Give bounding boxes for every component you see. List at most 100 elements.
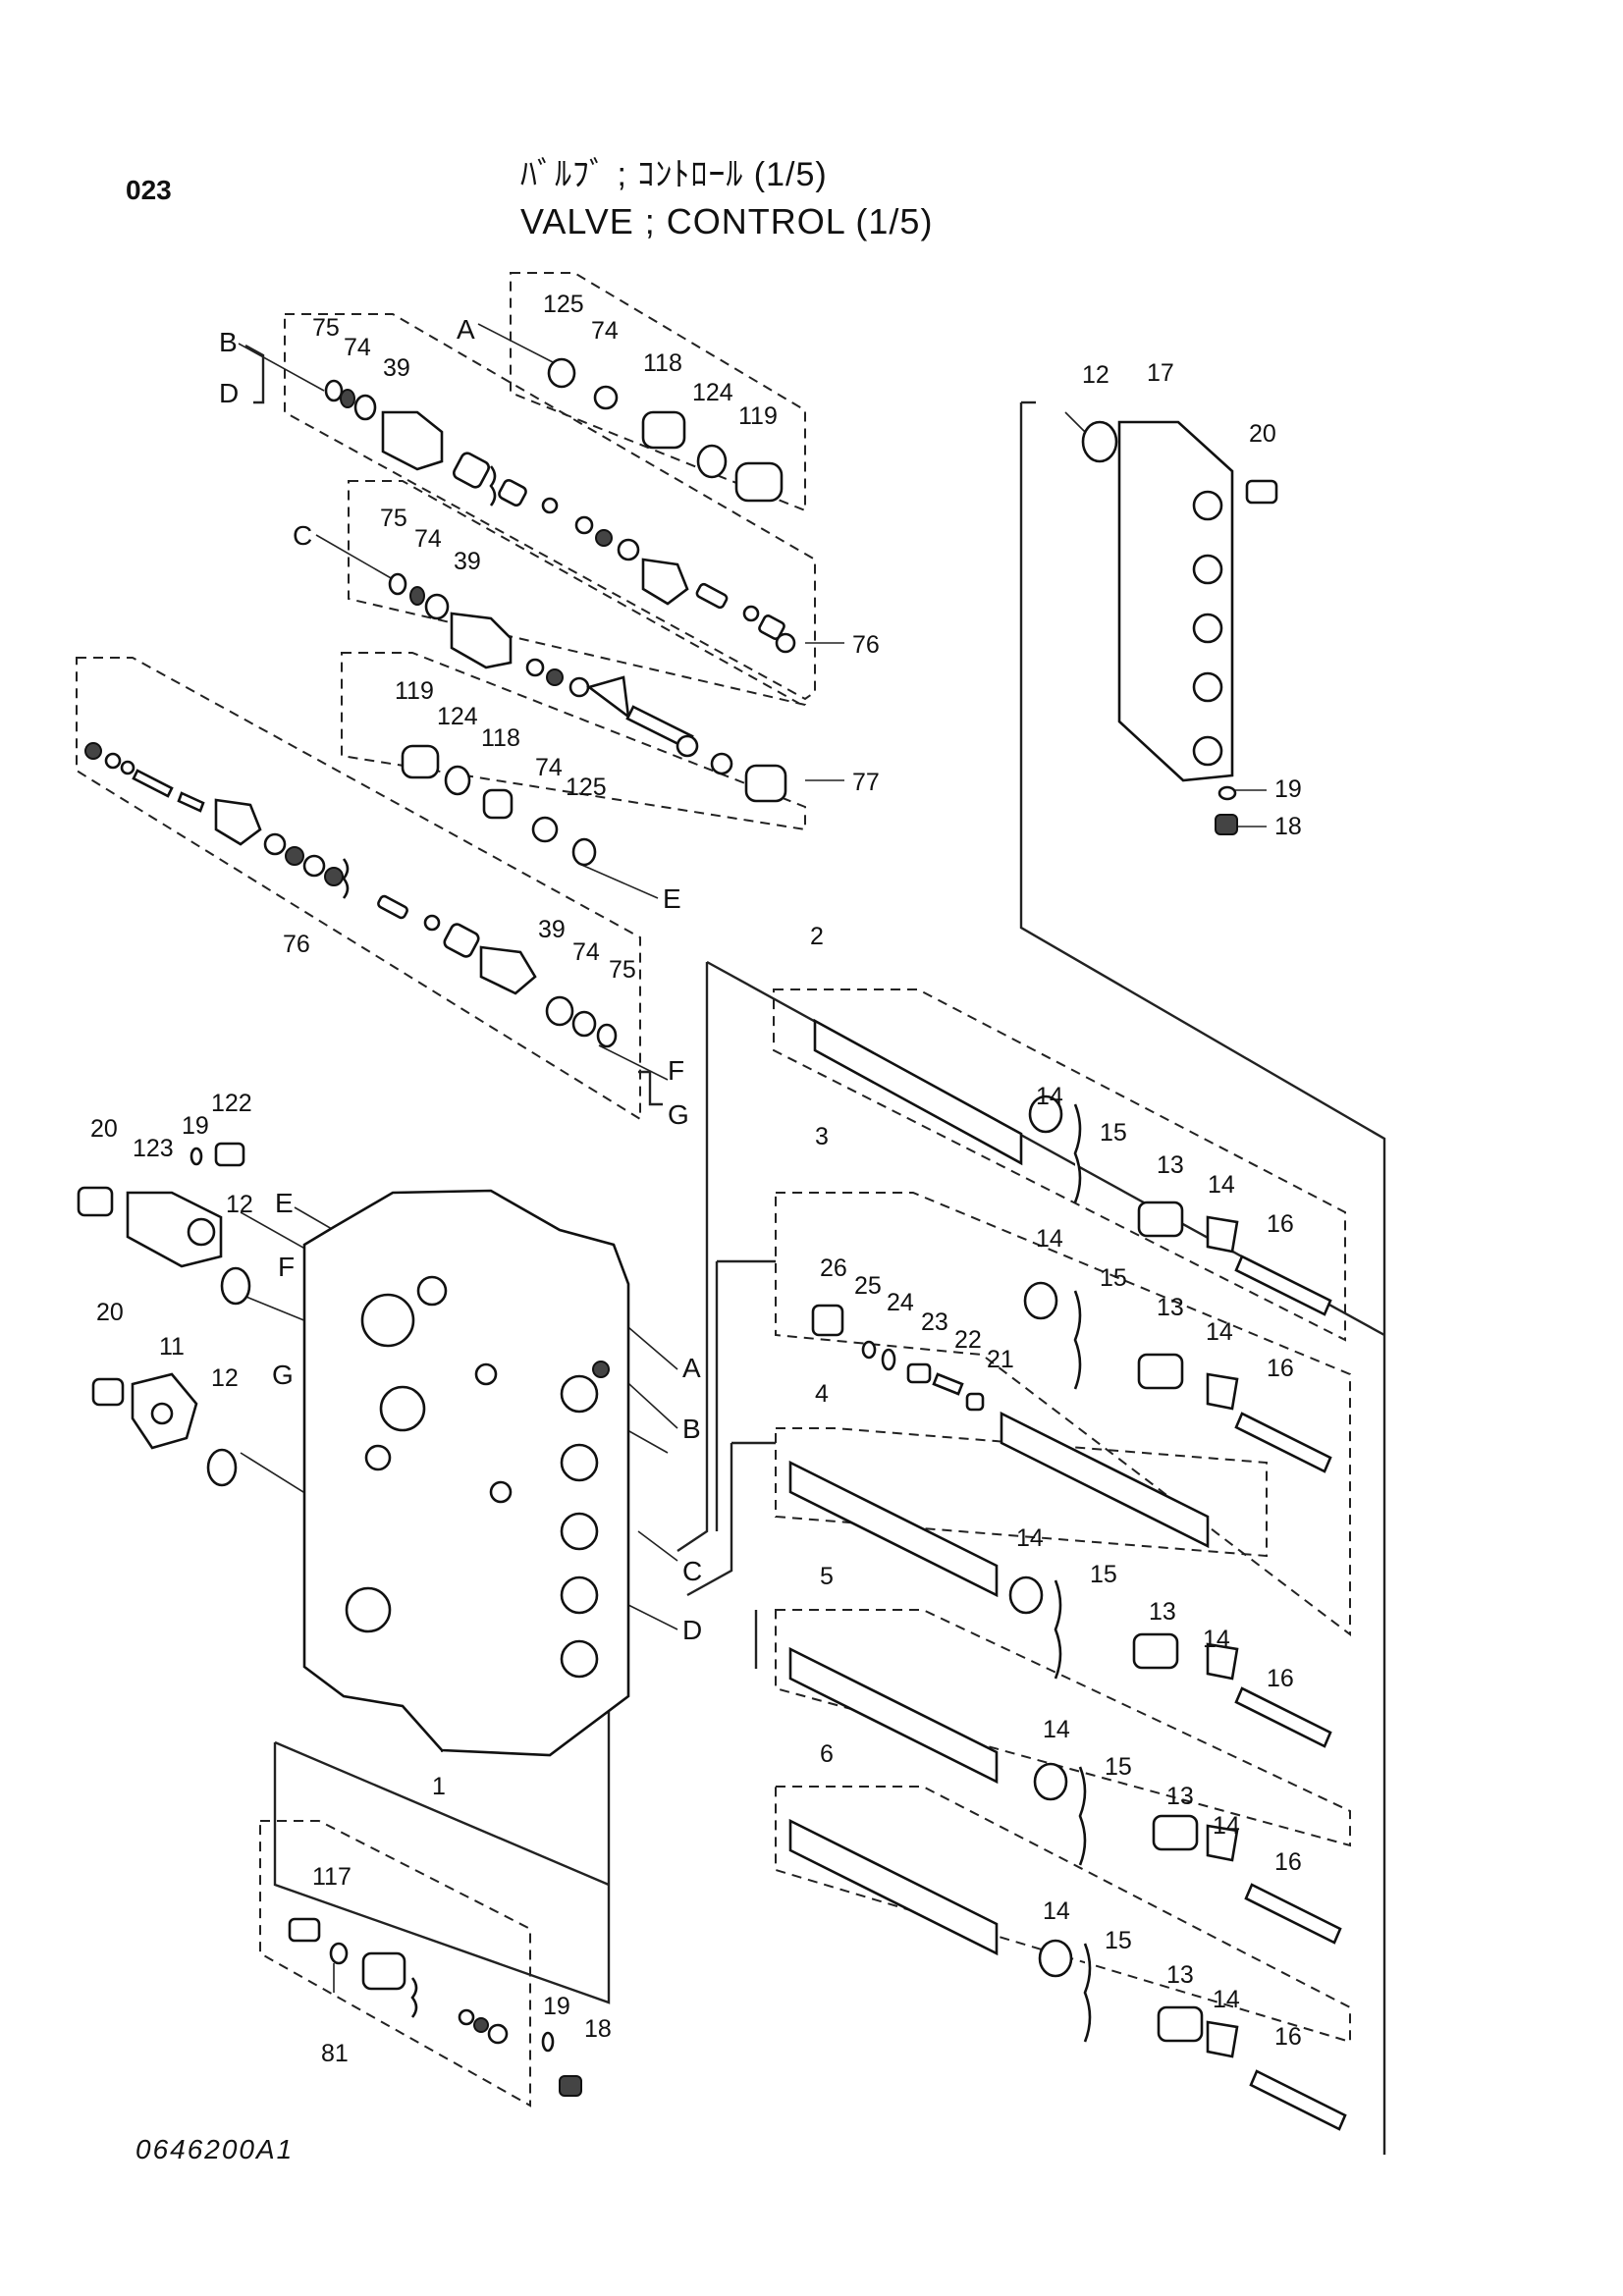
callout-19-cover: 19	[1274, 775, 1302, 803]
callout-74-middle2: 74	[535, 754, 563, 781]
callout-77: 77	[852, 769, 880, 796]
group-upper-relief-76	[284, 313, 816, 701]
callout-75-middle: 75	[380, 505, 407, 532]
callout-21: 21	[987, 1346, 1014, 1373]
callout-119-top: 119	[738, 402, 778, 430]
callout-16-row2: 16	[1267, 1210, 1294, 1238]
middle-plug-parts	[401, 744, 597, 867]
callout-13-row5: 13	[1166, 1783, 1194, 1810]
callout-16-row6: 16	[1274, 2023, 1302, 2051]
group-spool-2	[773, 988, 1346, 1342]
callout-2: 2	[810, 923, 824, 950]
callout-20-left-top: 20	[90, 1115, 118, 1143]
group-spool-6	[775, 1786, 1351, 2044]
callout-11: 11	[159, 1333, 185, 1361]
callout-117: 117	[312, 1863, 352, 1891]
group-spool-5	[775, 1609, 1351, 1847]
group-spool-3	[775, 1192, 1351, 1637]
callout-12-cover: 12	[1082, 361, 1109, 389]
callout-14-row6b: 14	[1213, 1986, 1240, 2013]
port-label-B-top: B	[219, 327, 238, 357]
callout-1: 1	[432, 1773, 446, 1800]
callout-76-lower: 76	[283, 931, 310, 958]
callout-74-lower: 74	[572, 938, 600, 966]
callout-16-row5: 16	[1274, 1848, 1302, 1876]
callout-125-middle: 125	[566, 774, 607, 801]
title-english: VALVE ; CONTROL (1/5)	[520, 201, 934, 241]
callout-124-middle: 124	[437, 703, 478, 730]
callout-14-row3b: 14	[1206, 1318, 1233, 1346]
callout-81: 81	[321, 2040, 349, 2067]
port-label-D-body: D	[682, 1615, 702, 1645]
lower-relief-parts	[84, 742, 618, 1048]
callout-14-row2b: 14	[1208, 1171, 1235, 1199]
group-spool-4	[775, 1427, 1268, 1558]
callout-18-bottom: 18	[584, 2015, 612, 2043]
callout-15-row5: 15	[1105, 1753, 1132, 1781]
port-label-A-top: A	[457, 314, 475, 345]
callout-13-row6: 13	[1166, 1961, 1194, 1989]
callout-22: 22	[954, 1326, 982, 1354]
callout-19-left: 19	[182, 1112, 209, 1140]
callout-6: 6	[820, 1740, 834, 1768]
port-label-G-right: G	[668, 1099, 689, 1130]
callout-14-row2a: 14	[1036, 1083, 1063, 1110]
callout-76-upper: 76	[852, 631, 880, 659]
port-label-F-right: F	[668, 1055, 684, 1086]
callout-4: 4	[815, 1380, 829, 1408]
callout-17: 17	[1147, 359, 1174, 387]
callout-3: 3	[815, 1123, 829, 1150]
middle-relief-parts	[388, 572, 787, 803]
left-fittings	[77, 1142, 251, 1487]
upper-plug-parts	[547, 357, 784, 503]
callout-124-top: 124	[692, 379, 733, 406]
port-label-C-top: C	[293, 520, 312, 551]
port-label-B-body: B	[682, 1414, 701, 1444]
drawing-number: 0646200A1	[135, 2134, 295, 2164]
callout-12-left-bottom: 12	[211, 1364, 239, 1392]
callout-23: 23	[921, 1308, 948, 1336]
port-label-E-body: E	[275, 1188, 294, 1218]
callout-122: 122	[211, 1090, 252, 1117]
upper-relief-parts	[324, 379, 796, 654]
leader-lines	[231, 323, 1267, 1993]
callout-123: 123	[133, 1135, 174, 1162]
title-japanese: ﾊﾞﾙﾌﾞ ; ｺﾝﾄﾛｰﾙ (1/5)	[520, 156, 828, 193]
callout-19-bottom: 19	[543, 1993, 570, 2020]
callout-14-row4b: 14	[1203, 1626, 1230, 1653]
spool-assemblies	[788, 1018, 1347, 2131]
callout-14-row5a: 14	[1043, 1716, 1070, 1743]
callout-118-top: 118	[643, 349, 682, 377]
callout-39-middle: 39	[454, 548, 481, 575]
port-label-E-right: E	[663, 883, 681, 914]
group-upper-plug-A	[510, 272, 806, 512]
callout-39-upper: 39	[383, 354, 410, 382]
callout-119-middle: 119	[395, 677, 434, 705]
callout-75-upper: 75	[312, 314, 340, 342]
callout-15-row3: 15	[1100, 1264, 1127, 1292]
callout-25: 25	[854, 1272, 882, 1300]
callout-20-left-bottom: 20	[96, 1299, 124, 1326]
group-middle-relief-76	[348, 480, 806, 709]
callout-74-top: 74	[591, 317, 619, 345]
callout-13-row2: 13	[1157, 1151, 1184, 1179]
callout-labels: 125 74 118 124 119 75 74 39 75 74 39 76 …	[90, 291, 1302, 2067]
callout-16-row4: 16	[1267, 1665, 1294, 1692]
port-labels: A B D C E F G E F G A B C D	[219, 314, 702, 1645]
callout-16-row3: 16	[1267, 1355, 1294, 1382]
callout-14-row3a: 14	[1036, 1225, 1063, 1253]
callout-75-lower: 75	[609, 956, 636, 984]
callout-13-row3: 13	[1157, 1294, 1184, 1321]
cover-plate-17	[1081, 420, 1278, 835]
callout-15-row4: 15	[1090, 1561, 1117, 1588]
callout-20-cover: 20	[1249, 420, 1276, 448]
callout-24: 24	[887, 1289, 914, 1316]
group-relief-81	[259, 1820, 531, 2108]
callout-13-row4: 13	[1149, 1598, 1176, 1626]
callout-12-left-top: 12	[226, 1191, 253, 1218]
callout-14-row6a: 14	[1043, 1897, 1070, 1925]
callout-14-row4a: 14	[1016, 1524, 1044, 1552]
callout-15-row6: 15	[1105, 1927, 1132, 1954]
valve-body-1	[302, 1189, 630, 1757]
